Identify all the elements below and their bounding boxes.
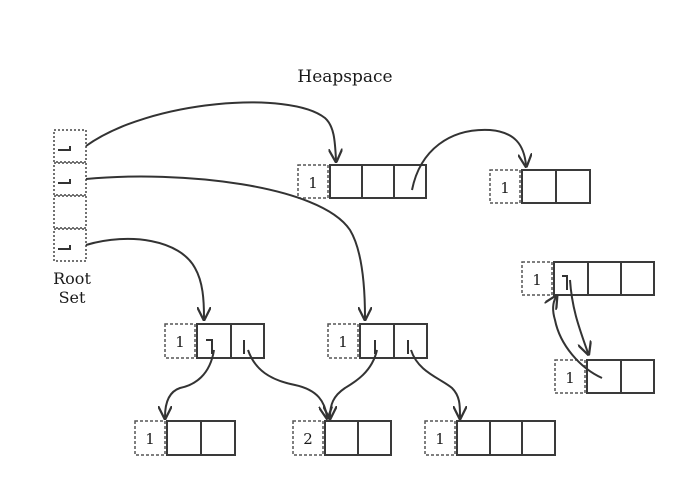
root-set-label-line2: Set bbox=[59, 288, 86, 307]
field-i-1 bbox=[586, 359, 622, 394]
field-c-3 bbox=[620, 261, 655, 296]
field-a-1 bbox=[329, 164, 363, 199]
field-h-1 bbox=[456, 420, 491, 456]
refcount-box-d bbox=[164, 323, 196, 359]
root-slot-3 bbox=[53, 195, 87, 229]
heap-object-e: 1 bbox=[327, 323, 428, 359]
ref-i-to-c bbox=[553, 297, 603, 379]
field-f-1 bbox=[166, 420, 202, 456]
root-set-label-line1: Root bbox=[53, 269, 91, 288]
heap-object-f: 1 bbox=[134, 420, 236, 456]
heap-object-b: 1 bbox=[489, 169, 591, 204]
refcount-c: 1 bbox=[532, 271, 542, 289]
refcount-e: 1 bbox=[338, 333, 348, 351]
ref-c-to-i bbox=[569, 279, 588, 353]
field-b-2 bbox=[555, 169, 591, 204]
field-d-1-pointer bbox=[206, 339, 213, 354]
field-i-2 bbox=[620, 359, 655, 394]
ref-d-to-g bbox=[247, 349, 327, 417]
refcount-a: 1 bbox=[308, 174, 318, 192]
refcount-box-a bbox=[297, 164, 329, 199]
heap-object-c: 1 bbox=[521, 261, 655, 296]
refcount-box-f bbox=[134, 420, 166, 456]
refcount-g: 2 bbox=[303, 430, 313, 448]
refcount-box-e bbox=[327, 323, 359, 359]
field-e-2 bbox=[393, 323, 428, 359]
diagram-title: Heapspace bbox=[297, 67, 392, 87]
refcount-box-b bbox=[489, 169, 521, 204]
field-d-2 bbox=[230, 323, 265, 359]
heap-object-i: 1 bbox=[554, 359, 655, 394]
refcount-f: 1 bbox=[145, 430, 155, 448]
refcount-b: 1 bbox=[500, 179, 510, 197]
heap-object-d: 1 bbox=[164, 323, 265, 359]
ref-d-to-f bbox=[165, 349, 215, 417]
field-b-1 bbox=[521, 169, 557, 204]
root-slot-4-pointer bbox=[58, 245, 71, 250]
field-g-1 bbox=[324, 420, 359, 456]
refcount-box-i bbox=[554, 359, 586, 394]
heap-object-g: 2 bbox=[292, 420, 392, 456]
field-h-2 bbox=[489, 420, 523, 456]
field-a-2 bbox=[361, 164, 395, 199]
ref-a-to-b bbox=[411, 128, 526, 191]
field-d-1 bbox=[196, 323, 232, 359]
root-slot-1 bbox=[53, 129, 87, 163]
refcount-box-g bbox=[292, 420, 324, 456]
field-a-3 bbox=[393, 164, 427, 199]
refcount-h: 1 bbox=[435, 430, 445, 448]
ref-root1-to-a bbox=[85, 101, 336, 160]
ref-e-to-g bbox=[330, 349, 378, 417]
root-set: Root Set bbox=[53, 129, 91, 307]
field-c-1-pointer bbox=[562, 275, 568, 290]
field-h-3 bbox=[521, 420, 556, 456]
heap-object-h: 1 bbox=[424, 420, 556, 456]
refcount-box-c bbox=[521, 261, 553, 296]
refcount-box-h bbox=[424, 420, 456, 456]
root-slot-1-pointer bbox=[58, 146, 71, 151]
ref-e-to-h bbox=[410, 349, 460, 417]
heap-object-a: 1 bbox=[297, 164, 427, 199]
ref-root4-to-d bbox=[85, 237, 204, 318]
ref-root2-to-e bbox=[85, 175, 365, 318]
refcount-i: 1 bbox=[565, 369, 575, 387]
field-c-2 bbox=[587, 261, 622, 296]
refcount-d: 1 bbox=[175, 333, 185, 351]
field-g-2 bbox=[357, 420, 392, 456]
root-slot-2-pointer bbox=[58, 179, 71, 184]
field-f-2 bbox=[200, 420, 236, 456]
